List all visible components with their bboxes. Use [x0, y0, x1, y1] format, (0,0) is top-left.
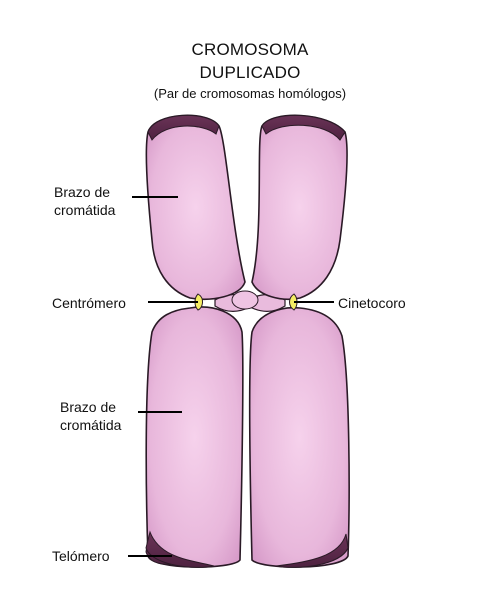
diagram-subtitle: (Par de cromosomas homólogos)	[153, 86, 347, 101]
label-arm-bottom-line-2: cromátida	[60, 417, 122, 433]
arm-top-right-body	[251, 114, 348, 300]
diagram-title-line-2: DUPLICADO	[199, 63, 301, 82]
arm-bottom-right	[248, 306, 350, 568]
kinetochore-left	[194, 293, 203, 311]
arm-top-right	[251, 114, 348, 300]
kinetochore-right	[289, 293, 298, 311]
telomere-cap-top-right	[261, 114, 346, 141]
arm-bottom-right-body	[248, 306, 350, 568]
arm-bottom-left	[145, 306, 244, 568]
telomere-cap-bottom-right	[275, 533, 349, 568]
label-kinetochore: Cinetocoro	[338, 295, 406, 311]
label-arm-top-line-1: Brazo de	[54, 184, 111, 200]
centromere-bulge	[231, 290, 259, 310]
label-centromere: Centrómero	[52, 295, 126, 311]
arm-bottom-left-body	[145, 306, 244, 568]
label-arm-bottom-line-1: Brazo de	[60, 399, 117, 415]
diagram-title-line-1: CROMOSOMA	[191, 40, 309, 59]
arm-top-left	[145, 114, 246, 301]
telomere-cap-top-left	[147, 114, 220, 141]
label-telomere: Telómero	[52, 548, 110, 564]
arm-top-left-body	[145, 114, 246, 301]
label-arm-top-line-2: cromátida	[54, 202, 116, 218]
